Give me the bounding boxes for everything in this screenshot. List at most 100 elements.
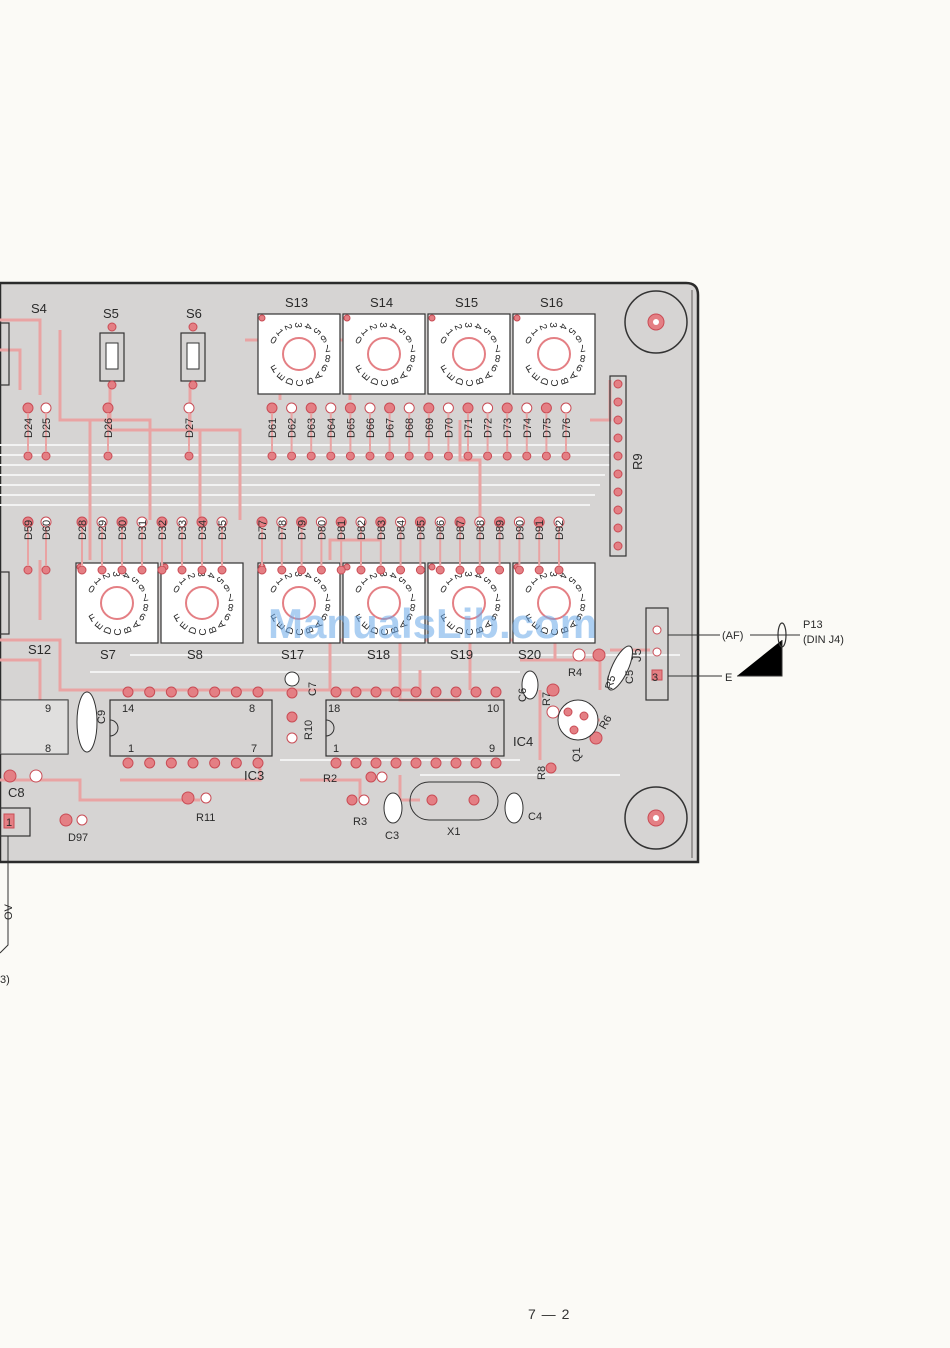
diode-top-pad [463, 451, 473, 461]
diode-label: D77 [257, 520, 269, 540]
rotary-digit: 9 [319, 610, 330, 623]
capacitor-c4 [504, 792, 524, 824]
diode-label: D81 [336, 520, 348, 540]
diode-top-pad [365, 451, 375, 461]
rotary-digit: C [198, 628, 209, 635]
rotary-digit: 9 [319, 361, 330, 374]
diode-mid-pad [217, 565, 227, 575]
diode-top-pad [364, 402, 376, 414]
pin-ic4-10: 10 [487, 703, 499, 715]
diode-mid-pad [41, 565, 51, 575]
resistor-r6 [589, 731, 603, 745]
rotary-digit: 5 [565, 574, 577, 586]
rotary-digit: 8 [409, 352, 417, 364]
diode-top-pad [385, 451, 395, 461]
diode-label: D69 [424, 418, 436, 438]
diode-top-pad [103, 451, 113, 461]
diode-label: D62 [287, 418, 299, 438]
diode-label: D87 [455, 520, 467, 540]
label-q1: Q1 [571, 747, 583, 762]
label-c3: C3 [385, 830, 399, 842]
resistor-r8 [545, 762, 557, 774]
diode-label: D74 [522, 418, 534, 438]
diode-label: D29 [97, 520, 109, 540]
rotary-digit: 0 [268, 584, 279, 597]
rotary-digit: 6 [318, 332, 329, 345]
ic-pin [230, 757, 242, 769]
diode-top-pad [384, 402, 396, 414]
diode-mid-pad [415, 565, 425, 575]
mounting-hole-top [624, 290, 688, 354]
rotary-digit: 0 [268, 335, 279, 348]
rotary-digit: 4 [386, 571, 398, 580]
label-c9: C9 [96, 710, 108, 724]
diode-label: D31 [137, 520, 149, 540]
diode-top-pad [560, 402, 572, 414]
left-connector [0, 807, 31, 837]
label-din-j4: (DIN J4) [803, 634, 844, 646]
rotary-digit: D [454, 376, 467, 387]
diode-top-pad [482, 402, 494, 414]
rotary-digit: 6 [573, 332, 584, 345]
switch-label-s8: S8 [187, 647, 203, 662]
label-r7: R7 [541, 692, 553, 706]
diode-mid-pad [177, 565, 187, 575]
pin-left-8: 8 [45, 743, 51, 755]
diode-label: D66 [365, 418, 377, 438]
rotary-digit: B [304, 624, 317, 634]
diode-mid-pad [197, 565, 207, 575]
pin-ic3-14: 14 [122, 703, 134, 715]
rotary-digit: B [559, 375, 572, 385]
capacitor-c9 [76, 691, 98, 753]
rotary-digit: 4 [556, 571, 568, 580]
pin-j5-3: 3 [652, 672, 658, 684]
rotary-digit: 0 [438, 335, 449, 348]
rotary-digit: D [539, 376, 552, 387]
rotary-digit: B [304, 375, 317, 385]
rotary-digit: 6 [573, 581, 584, 594]
switch-label-s14: S14 [370, 295, 393, 310]
diode-top-pad [23, 451, 33, 461]
pin-left-conn-1: 1 [6, 817, 12, 829]
rotary-digit: B [559, 624, 572, 634]
rotary-digit: 7 [493, 342, 501, 354]
rotary-digit: 4 [471, 322, 483, 331]
rotary-digit: 1 [358, 576, 370, 588]
diode-top-pad [443, 451, 453, 461]
diode-top-pad [22, 402, 34, 414]
rotary-digit: 9 [404, 361, 415, 374]
rotary-digit: 9 [222, 610, 233, 623]
diode-top-pad [424, 451, 434, 461]
rotary-digit: 3 [292, 571, 303, 577]
ic-ic4 [325, 699, 505, 757]
rotary-digit: 1 [528, 576, 540, 588]
switch-label-s7: S7 [100, 647, 116, 662]
rotary-digit: 6 [488, 581, 499, 594]
rotary-digit: 2 [452, 323, 464, 332]
rotary-digit: 5 [480, 325, 492, 337]
diode-label: D89 [495, 520, 507, 540]
capacitor-c6 [521, 670, 539, 700]
rotary-digit: 8 [142, 601, 150, 613]
rotary-digit: 3 [462, 571, 473, 577]
ic-pin [187, 686, 199, 698]
ic-pin [165, 757, 177, 769]
ic4-pins [330, 686, 502, 769]
diode-label: D68 [404, 418, 416, 438]
label-left-ref: 3) [0, 974, 10, 986]
diode-label: D75 [541, 418, 553, 438]
diode-top-pad [522, 451, 532, 461]
diode-top-pad [344, 402, 356, 414]
ic-pin [470, 686, 482, 698]
switch-label-s4: S4 [31, 301, 47, 316]
rotary-digit: 6 [403, 581, 414, 594]
diode-mid-pad [554, 565, 564, 575]
rotary-digit: D [369, 376, 382, 387]
diode-label: D70 [443, 418, 455, 438]
diode-mid-pad [435, 565, 445, 575]
rotary-digit: 3 [110, 571, 121, 577]
rotary-digit: 2 [282, 323, 294, 332]
rotary-digit: F [524, 364, 535, 377]
rotary-digit: C [380, 379, 391, 386]
rotary-digit: C [550, 628, 561, 635]
